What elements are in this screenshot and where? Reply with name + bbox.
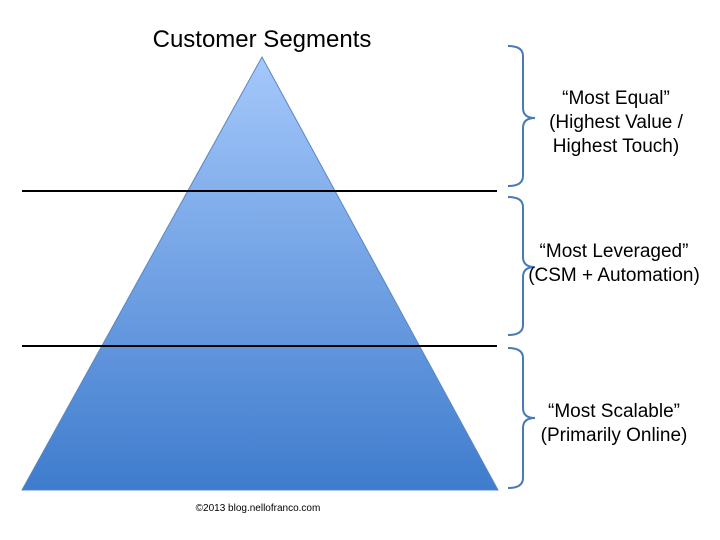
pyramid-triangle	[21, 55, 499, 491]
segment-top-line-1: “Most Equal”	[562, 88, 670, 109]
diagram-title: Customer Segments	[153, 26, 372, 53]
copyright-text: ©2013 blog.nellofranco.com	[196, 503, 321, 514]
segment-label-middle: “Most Leveraged” (CSM + Automation)	[528, 241, 700, 286]
segment-label-bottom: “Most Scalable” (Primarily Online)	[541, 401, 688, 446]
brace-middle	[507, 196, 536, 336]
segment-label-top: “Most Equal” (Highest Value / Highest To…	[549, 88, 683, 157]
segment-bottom-line-2: (Primarily Online)	[541, 425, 688, 446]
brace-bottom	[507, 347, 536, 489]
segment-top-line-3: Highest Touch)	[553, 136, 679, 157]
segment-middle-line-2: (CSM + Automation)	[528, 265, 700, 286]
segment-middle-line-1: “Most Leveraged”	[540, 241, 689, 262]
brace-top	[507, 45, 536, 187]
segment-top-line-2: (Highest Value /	[549, 112, 683, 133]
segment-bottom-line-1: “Most Scalable”	[548, 401, 680, 422]
